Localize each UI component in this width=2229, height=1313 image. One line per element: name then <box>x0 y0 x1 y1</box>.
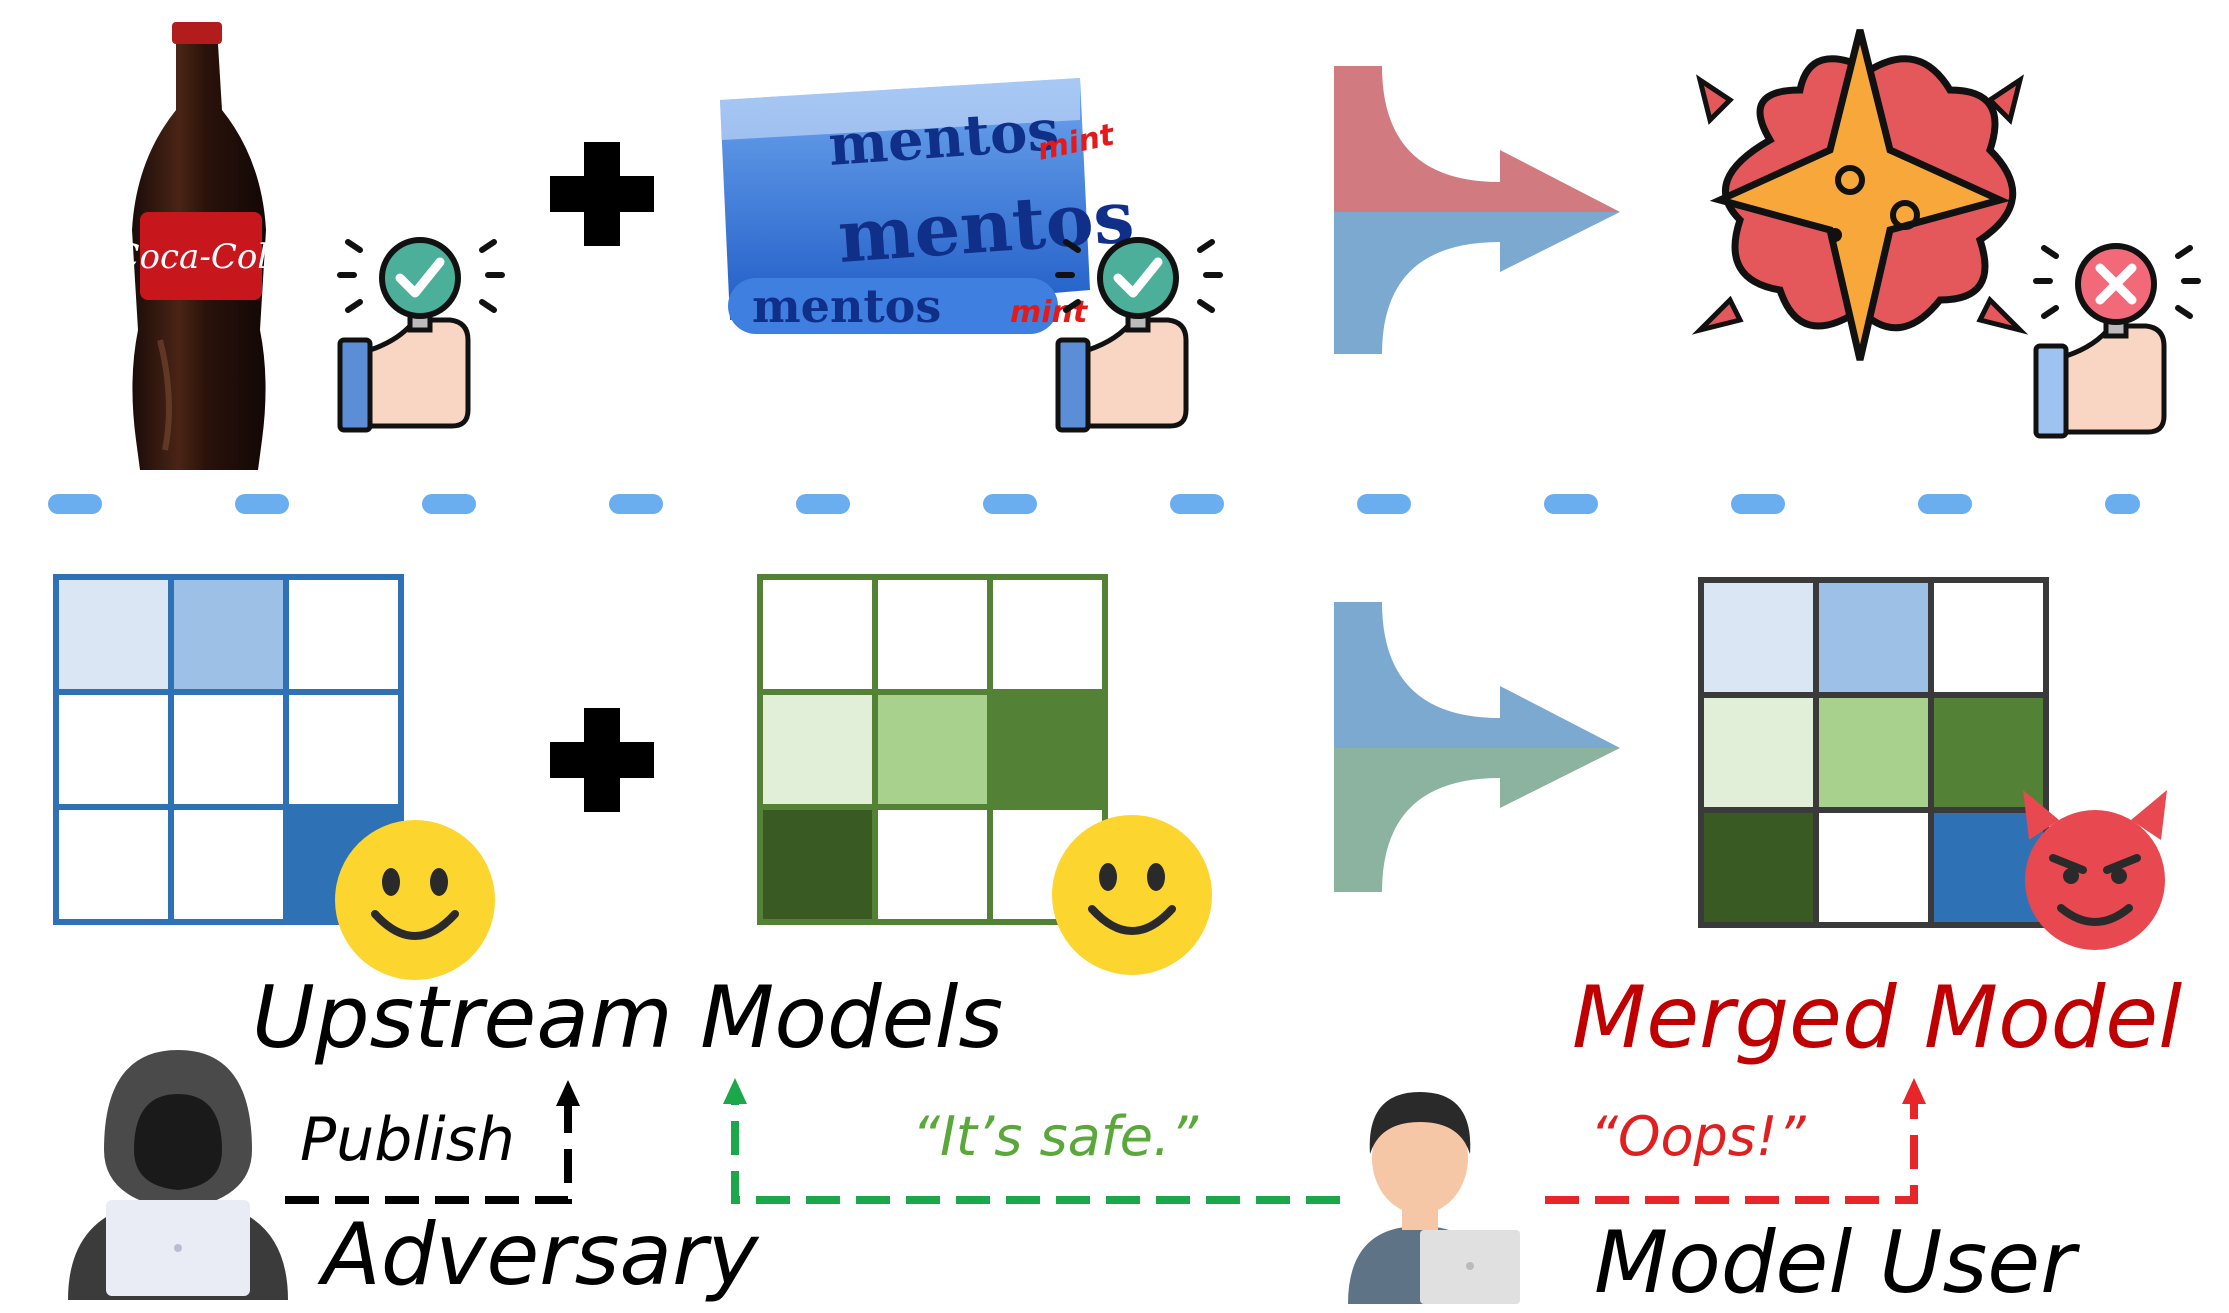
laptop-user-icon <box>1348 1092 1520 1304</box>
grid-cell <box>1813 577 1934 698</box>
smiley-icon <box>1052 815 1212 975</box>
grid-cell <box>987 574 1108 695</box>
upstream-models-label: Upstream Models <box>252 968 1004 1068</box>
grid-cell <box>872 574 993 695</box>
devil-face-icon <box>2023 790 2167 950</box>
grid-cell <box>987 689 1108 810</box>
plus-icon <box>550 142 654 246</box>
mentos-label-main: mentos <box>835 174 1136 279</box>
its-safe-label: “It’s safe.” <box>912 1105 1199 1168</box>
grid-cell <box>283 574 404 695</box>
hooded-hacker-icon <box>68 1050 288 1300</box>
merge-arrow-top <box>1334 66 1620 354</box>
grid-cell <box>1698 577 1819 698</box>
cola-label: Coca-Cola <box>114 237 289 277</box>
grid-cell <box>168 574 289 695</box>
grid-cell <box>1813 692 1934 813</box>
grid-cell <box>757 574 878 695</box>
grid-cell <box>1928 577 2049 698</box>
grid-cell <box>1698 692 1819 813</box>
magnifier-x-icon <box>2033 243 2201 439</box>
grid-cell <box>757 804 878 925</box>
grid-cell <box>1928 692 2049 813</box>
explosion-icon <box>1691 29 2029 361</box>
grid-cell <box>872 804 993 925</box>
merge-arrow-bottom <box>1334 602 1620 892</box>
oops-label: “Oops!” <box>1590 1105 1806 1168</box>
mentos-box: mentos mint mentos mentos mint <box>720 78 1137 334</box>
grid-cell <box>1698 807 1819 928</box>
cola-bottle: Coca-Cola <box>114 22 289 470</box>
publish-label: Publish <box>300 1105 515 1175</box>
smiley-icon <box>335 820 495 980</box>
oops-arrow <box>1545 1098 1918 1204</box>
grid-cell <box>283 689 404 810</box>
grid-cell <box>53 804 174 925</box>
grid-cell <box>53 689 174 810</box>
publish-arrow <box>285 1100 572 1204</box>
plus-icon <box>550 708 654 812</box>
grid-cell <box>53 574 174 695</box>
magnifier-check-icon <box>1055 237 1223 433</box>
model-user-label: Model User <box>1594 1213 2076 1313</box>
adversary-label: Adversary <box>322 1205 759 1305</box>
magnifier-check-icon <box>337 237 505 433</box>
merged-grid <box>1698 577 2049 928</box>
grid-cell <box>168 804 289 925</box>
grid-cell <box>757 689 878 810</box>
grid-cell <box>1813 807 1934 928</box>
merged-model-label: Merged Model <box>1572 968 2183 1068</box>
upstream-grid-blue <box>53 574 404 925</box>
grid-cell <box>168 689 289 810</box>
grid-cell <box>872 689 993 810</box>
upstream-grid-green <box>757 574 1108 925</box>
mentos-label-roll: mentos <box>752 279 941 333</box>
safe-arrow <box>731 1098 1340 1204</box>
mentos-label-top: mentos <box>826 97 1060 179</box>
